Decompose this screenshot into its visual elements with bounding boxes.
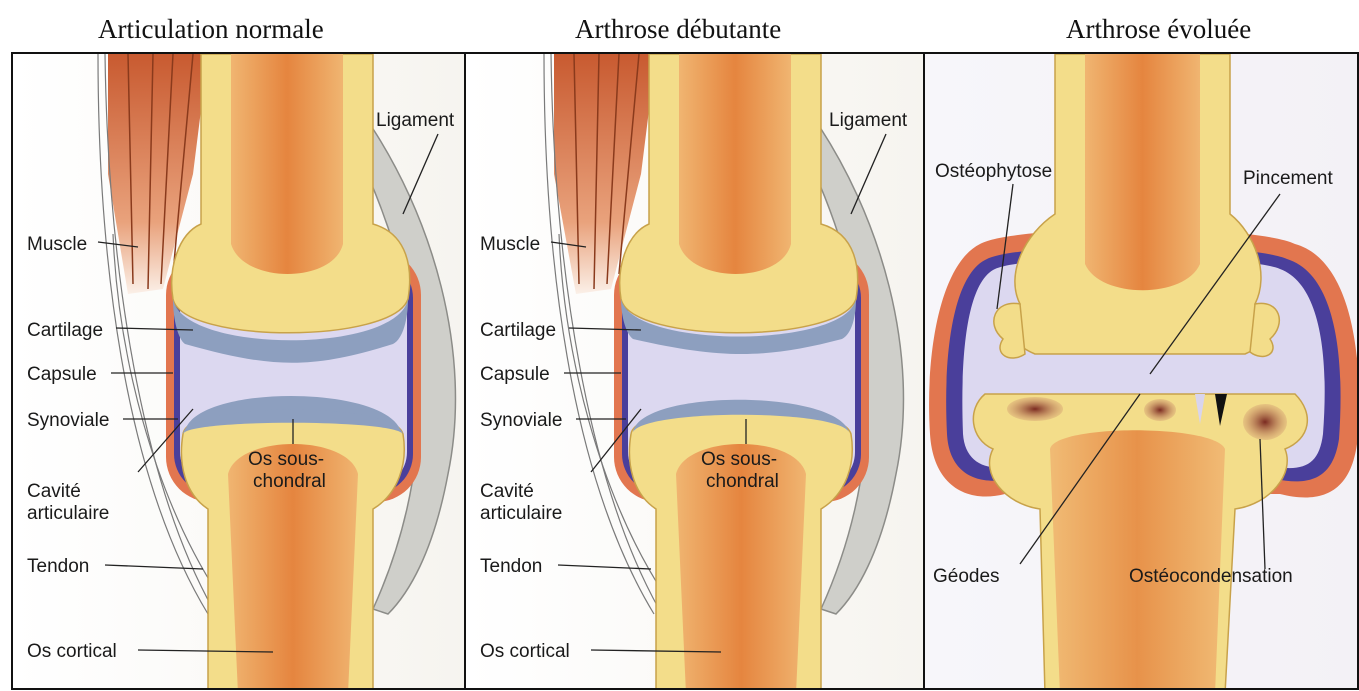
title-normal: Articulation normale	[98, 14, 324, 45]
label-os-cortical: Os cortical	[480, 641, 570, 662]
title-early: Arthrose débutante	[575, 14, 781, 45]
label-ligament: Ligament	[829, 110, 908, 131]
geode-3	[1243, 404, 1287, 440]
label-ligament: Ligament	[376, 110, 455, 131]
label-os-cortical: Os cortical	[27, 641, 117, 662]
panel-normal-joint: Ligament Muscle Cartilage Capsule Synovi…	[11, 52, 466, 690]
label-synoviale: Synoviale	[27, 410, 109, 431]
label-synoviale: Synoviale	[480, 410, 562, 431]
label-osteocondensation: Ostéocondensation	[1129, 566, 1293, 587]
label-tendon: Tendon	[27, 556, 89, 577]
label-cavite-line2: articulaire	[27, 503, 109, 524]
label-cavite-line1: Cavité	[480, 481, 534, 502]
panel-advanced-arthrosis: Ostéophytose Pincement Géodes Ostéoconde…	[923, 52, 1359, 690]
label-capsule: Capsule	[27, 364, 97, 385]
label-pincement: Pincement	[1243, 168, 1333, 189]
label-capsule: Capsule	[480, 364, 550, 385]
label-os-sous-line2: chondral	[253, 471, 326, 492]
panel-early-arthrosis: Ligament Muscle Cartilage Capsule Synovi…	[464, 52, 925, 690]
geode-1	[1007, 397, 1063, 421]
label-muscle: Muscle	[27, 234, 87, 255]
label-cavite-line1: Cavité	[27, 481, 81, 502]
label-os-sous-line2: chondral	[706, 471, 779, 492]
label-cartilage: Cartilage	[480, 320, 556, 341]
label-osteophytose: Ostéophytose	[935, 161, 1052, 182]
geode-2	[1144, 399, 1176, 421]
normal-joint-illustration: Ligament Muscle Cartilage Capsule Synovi…	[13, 54, 466, 690]
label-cavite-line2: articulaire	[480, 503, 562, 524]
early-arthrosis-illustration: Ligament Muscle Cartilage Capsule Synovi…	[466, 54, 925, 690]
label-geodes: Géodes	[933, 566, 1000, 587]
label-os-sous-line1: Os sous-	[248, 449, 324, 470]
advanced-arthrosis-illustration: Ostéophytose Pincement Géodes Ostéoconde…	[925, 54, 1359, 690]
label-muscle: Muscle	[480, 234, 540, 255]
title-advanced: Arthrose évoluée	[1066, 14, 1251, 45]
lower-bone	[629, 400, 852, 690]
label-tendon: Tendon	[480, 556, 542, 577]
label-os-sous-line1: Os sous-	[701, 449, 777, 470]
label-cartilage: Cartilage	[27, 320, 103, 341]
